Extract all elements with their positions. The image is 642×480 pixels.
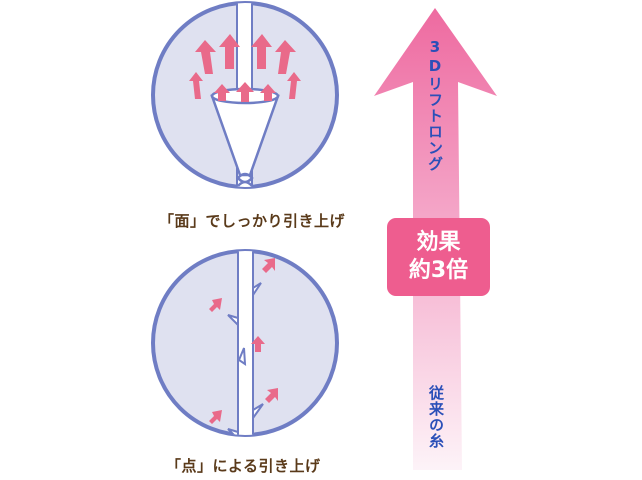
bottom-circle	[151, 249, 339, 437]
badge-line2: 約3倍	[408, 258, 469, 283]
conventional-thread-label: 従来の糸	[427, 385, 445, 449]
point-lift-arrows	[209, 258, 278, 424]
effect-badge: 効果 約3倍	[387, 218, 490, 296]
new-thread-label: 3Dリフトロング	[426, 38, 444, 172]
top-caption: 「面」でしっかり引き上げ	[159, 212, 346, 230]
badge-line1: 効果	[416, 230, 461, 255]
bottom-caption: 「点」による引き上げ	[166, 457, 321, 475]
top-circle	[151, 1, 339, 189]
lift-arrows	[189, 34, 301, 102]
